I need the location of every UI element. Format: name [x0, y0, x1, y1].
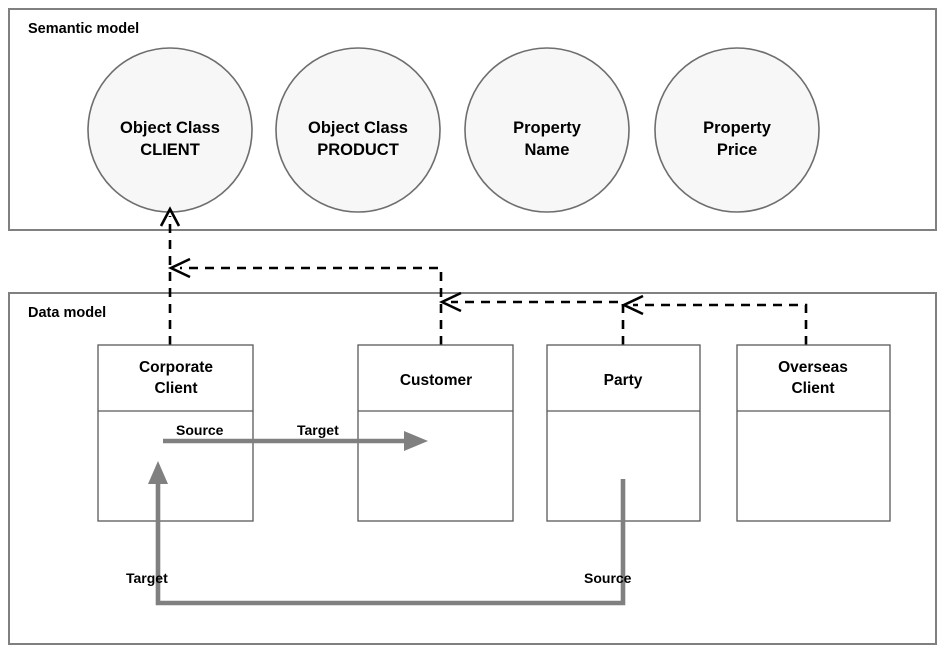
semantic-node-product[interactable]: Object Class PRODUCT	[275, 47, 441, 213]
data-entity-corporate-client[interactable]: Corporate Client	[97, 344, 254, 522]
overseas-client-label-line1: Overseas	[778, 359, 848, 376]
semantic-model-label: Semantic model	[28, 21, 139, 37]
relation-bottom-source-label: Source	[584, 570, 632, 586]
relation-bottom-line	[155, 479, 626, 606]
relation-bottom-arrowhead	[148, 461, 168, 484]
client-label-line1: Object Class	[120, 119, 220, 137]
relation-corporate-client-to-customer[interactable]: Source Target	[163, 422, 428, 451]
party-label-line1: Party	[604, 372, 643, 389]
data-model-label: Data model	[28, 305, 106, 321]
corporate-client-label-line1: Corporate	[139, 359, 213, 376]
semantic-node-client[interactable]: Object Class CLIENT	[87, 47, 253, 213]
relation-party-to-corporate-client[interactable]: Target Source	[126, 461, 632, 606]
data-entity-customer[interactable]: Customer	[357, 344, 514, 522]
data-entity-party[interactable]: Party	[546, 344, 701, 522]
mapping-link-overseas-client-to-party[interactable]	[620, 294, 808, 345]
relation-top-source-label: Source	[176, 422, 224, 438]
overseas-client-box[interactable]	[736, 344, 891, 522]
relation-top-target-label: Target	[297, 422, 339, 438]
relation-bottom-target-label: Target	[126, 570, 168, 586]
data-entity-overseas-client[interactable]: Overseas Client	[736, 344, 891, 522]
client-label-line2: CLIENT	[140, 141, 200, 159]
mapping-link-c-arrowhead	[438, 291, 462, 313]
mapping-link-d-line	[633, 303, 808, 345]
product-label-line2: PRODUCT	[317, 141, 399, 159]
property-price-label-line1: Property	[703, 119, 772, 137]
property-name-label-line2: Name	[525, 141, 570, 159]
property-name-label-line1: Property	[513, 119, 582, 137]
semantic-node-property-name[interactable]: Property Name	[464, 47, 630, 213]
mapping-link-customer-to-client[interactable]	[167, 257, 443, 345]
product-circle[interactable]	[275, 47, 441, 213]
property-price-circle[interactable]	[654, 47, 820, 213]
customer-label-line1: Customer	[400, 372, 472, 389]
corporate-client-label-line2: Client	[154, 380, 197, 397]
product-label-line1: Object Class	[308, 119, 408, 137]
property-price-label-line2: Price	[717, 141, 757, 159]
customer-box[interactable]	[357, 344, 514, 522]
property-name-circle[interactable]	[464, 47, 630, 213]
mapping-link-a-arrowhead	[159, 206, 181, 227]
mapping-link-d-arrowhead	[620, 294, 644, 316]
mapping-link-corporate-client-to-client[interactable]	[159, 206, 181, 345]
relation-top-arrowhead	[404, 431, 428, 451]
overseas-client-label-line2: Client	[791, 380, 834, 397]
corporate-client-box[interactable]	[97, 344, 254, 522]
mapping-link-b-arrowhead	[167, 257, 191, 279]
client-circle[interactable]	[87, 47, 253, 213]
mapping-link-party-to-customer[interactable]	[438, 291, 625, 345]
semantic-node-property-price[interactable]: Property Price	[654, 47, 820, 213]
